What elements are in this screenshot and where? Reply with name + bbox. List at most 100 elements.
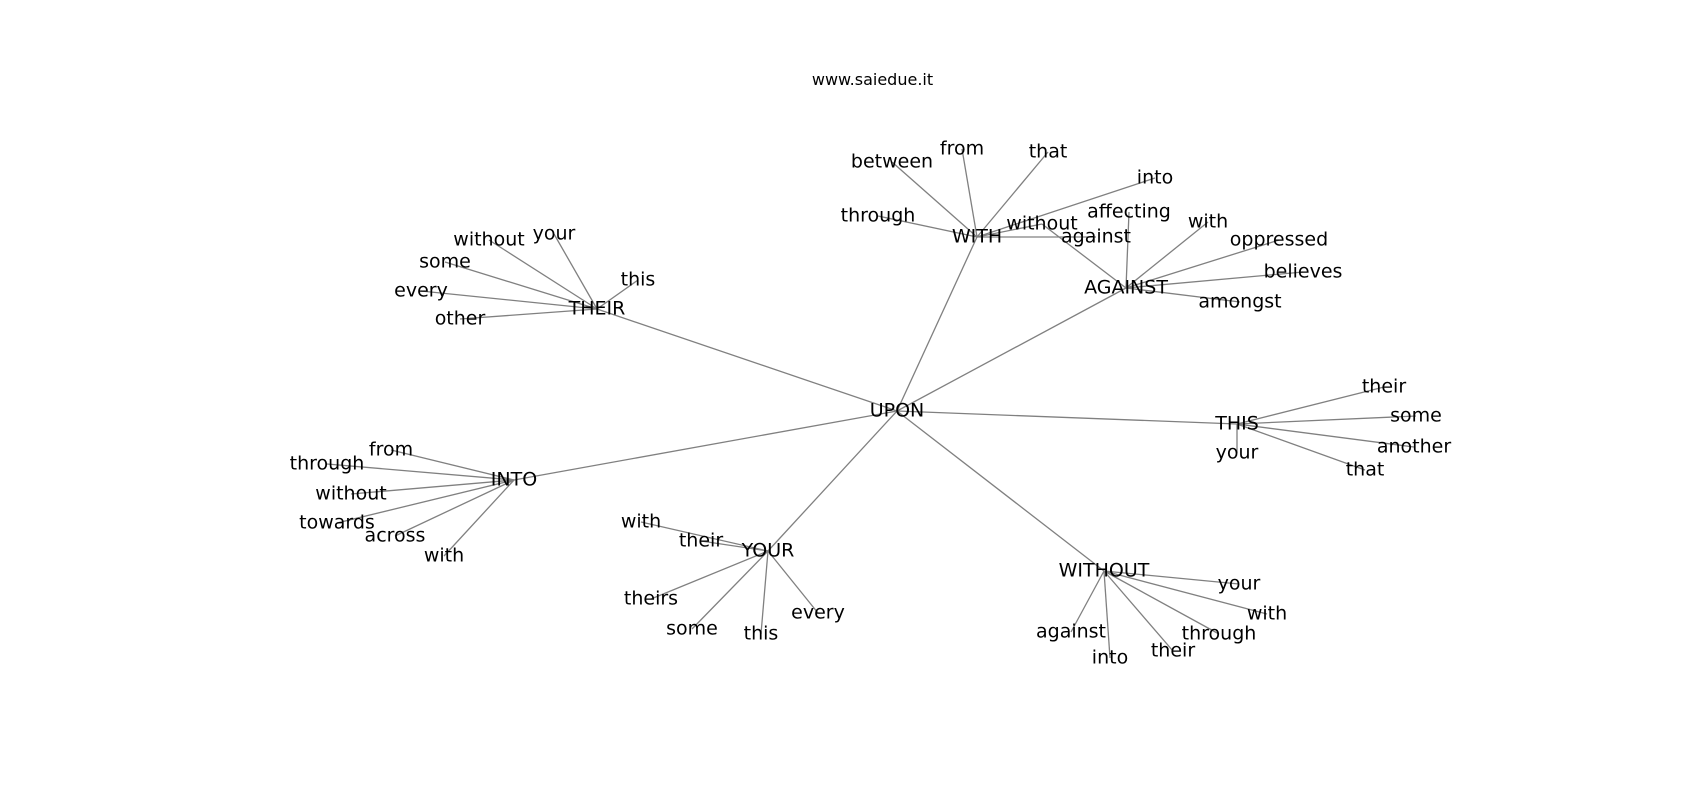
edge-UPON-YOUR: [767, 410, 898, 552]
node-label-their-your: your: [533, 223, 576, 245]
node-label-this-some: some: [1390, 405, 1442, 427]
edge-THEIR-their_every: [420, 290, 598, 310]
edge-YOUR-your_with: [640, 521, 769, 552]
node-label-your-with: with: [621, 511, 661, 533]
edge-layer: [326, 148, 1417, 659]
edge-AGAINST-against_believes: [1125, 271, 1304, 289]
edge-THEIR-their_this: [596, 279, 639, 310]
node-label-your-this: this: [744, 623, 779, 645]
edge-THEIR-their_some: [444, 261, 598, 310]
node-label-their-other: other: [435, 308, 486, 330]
node-label-with-from: from: [940, 138, 984, 160]
edge-WITHOUT-without_your: [1103, 570, 1240, 585]
node-label-their-every: every: [394, 280, 448, 302]
edge-INTO-into_towards: [336, 479, 515, 524]
node-label-this-your: your: [1216, 442, 1259, 464]
node-label-with-without: without: [1006, 213, 1077, 235]
edge-INTO-into_with: [443, 479, 515, 557]
edge-UPON-AGAINST: [896, 287, 1127, 412]
node-label-with: WITH: [952, 226, 1002, 248]
node-label-against-believes: believes: [1264, 261, 1343, 283]
edge-AGAINST-against_oppressed: [1125, 239, 1280, 289]
edge-THEIR-their_without: [488, 239, 598, 310]
node-label-without-into: into: [1092, 647, 1128, 669]
node-label-your: YOUR: [741, 540, 795, 562]
edge-THEIR-their_other: [459, 308, 598, 320]
node-label-this-that: that: [1346, 459, 1385, 481]
node-label-without-through: through: [1182, 623, 1257, 645]
node-label-with-through: through: [841, 205, 916, 227]
node-label-your-every: every: [791, 602, 845, 624]
edge-INTO-into_from: [390, 449, 515, 481]
edge-YOUR-your_their: [700, 540, 769, 552]
edge-AGAINST-against_amongst: [1125, 287, 1241, 303]
node-label-without-your: your: [1218, 573, 1261, 595]
edge-WITH-with_from: [961, 148, 978, 238]
edge-THIS-this_their: [1236, 386, 1385, 425]
node-label-their-some: some: [419, 251, 471, 273]
edge-YOUR-your_theirs: [650, 550, 769, 600]
edge-WITH-with_into: [976, 177, 1156, 238]
node-label-into-towards: towards: [299, 512, 375, 534]
node-label-this-their: their: [1362, 376, 1406, 398]
node-label-your-theirs: theirs: [624, 588, 678, 610]
node-label-their-this: this: [621, 269, 656, 291]
edge-WITH-with_that: [976, 151, 1049, 238]
node-label-against-oppressed: oppressed: [1230, 229, 1328, 251]
node-label-without-their: their: [1151, 640, 1195, 662]
edge-WITHOUT-without_with: [1103, 570, 1268, 615]
edge-AGAINST-against_with: [1125, 221, 1209, 289]
edge-WITHOUT-without_against: [1070, 570, 1105, 633]
node-label-into-through: through: [290, 453, 365, 475]
node-label-your-some: some: [666, 618, 718, 640]
node-label-into-with: with: [424, 545, 464, 567]
node-label-against-affecting: affecting: [1087, 201, 1171, 223]
edge-UPON-INTO: [513, 410, 898, 481]
node-label-into-without: without: [315, 483, 386, 505]
node-label-without: WITHOUT: [1059, 560, 1150, 582]
site-title: www.saiedue.it: [811, 70, 934, 89]
node-label-with-that: that: [1029, 141, 1068, 163]
edge-YOUR-your_every: [767, 550, 819, 614]
edge-UPON-WITHOUT: [896, 410, 1105, 572]
node-label-against: AGAINST: [1084, 277, 1168, 299]
node-label-this: THIS: [1214, 413, 1259, 435]
node-label-without-with: with: [1247, 603, 1287, 625]
edge-UPON-THIS: [896, 410, 1238, 425]
edge-WITHOUT-without_through: [1103, 570, 1220, 635]
edge-YOUR-your_this: [760, 550, 769, 635]
edge-THIS-this_another: [1236, 423, 1415, 448]
node-label-against-amongst: amongst: [1198, 291, 1281, 313]
edge-THEIR-their_your: [553, 233, 598, 310]
edge-UPON-WITH: [896, 236, 978, 412]
node-label-your-their: their: [679, 530, 723, 552]
edge-WITHOUT-without_into: [1103, 570, 1111, 659]
node-label-against-with: with: [1188, 211, 1228, 233]
node-label-their-without: without: [453, 229, 524, 251]
node-label-this-another: another: [1377, 436, 1451, 458]
edge-AGAINST-with_without: [1041, 223, 1127, 289]
node-label-upon: UPON: [870, 400, 925, 422]
node-label-without-against: against: [1036, 621, 1106, 643]
node-label-with-against: against: [1061, 226, 1131, 248]
edge-THIS-this_that: [1236, 423, 1366, 471]
node-label-with-between: between: [851, 151, 933, 173]
node-label-their: THEIR: [568, 298, 626, 320]
node-label-into-across: across: [365, 525, 426, 547]
edge-WITH-with_between: [891, 161, 978, 238]
edge-AGAINST-against_affecting: [1125, 211, 1130, 289]
edge-UPON-THEIR: [596, 308, 898, 412]
node-label-with-into: into: [1137, 167, 1173, 189]
node-label-into: INTO: [491, 469, 537, 491]
edge-YOUR-your_some: [691, 550, 769, 630]
edge-WITH-with_without: [976, 223, 1043, 238]
label-layer: UPON WITH AGAINST THEIR INTO YOUR THIS WITHOUT b…: [290, 138, 1452, 669]
edge-INTO-into_through: [326, 463, 515, 481]
edge-WITH-with_through: [877, 215, 978, 238]
edge-INTO-into_across: [394, 479, 515, 537]
edge-WITHOUT-without_their: [1103, 570, 1174, 652]
node-label-into-from: from: [369, 439, 413, 461]
edge-INTO-into_without: [350, 479, 515, 495]
